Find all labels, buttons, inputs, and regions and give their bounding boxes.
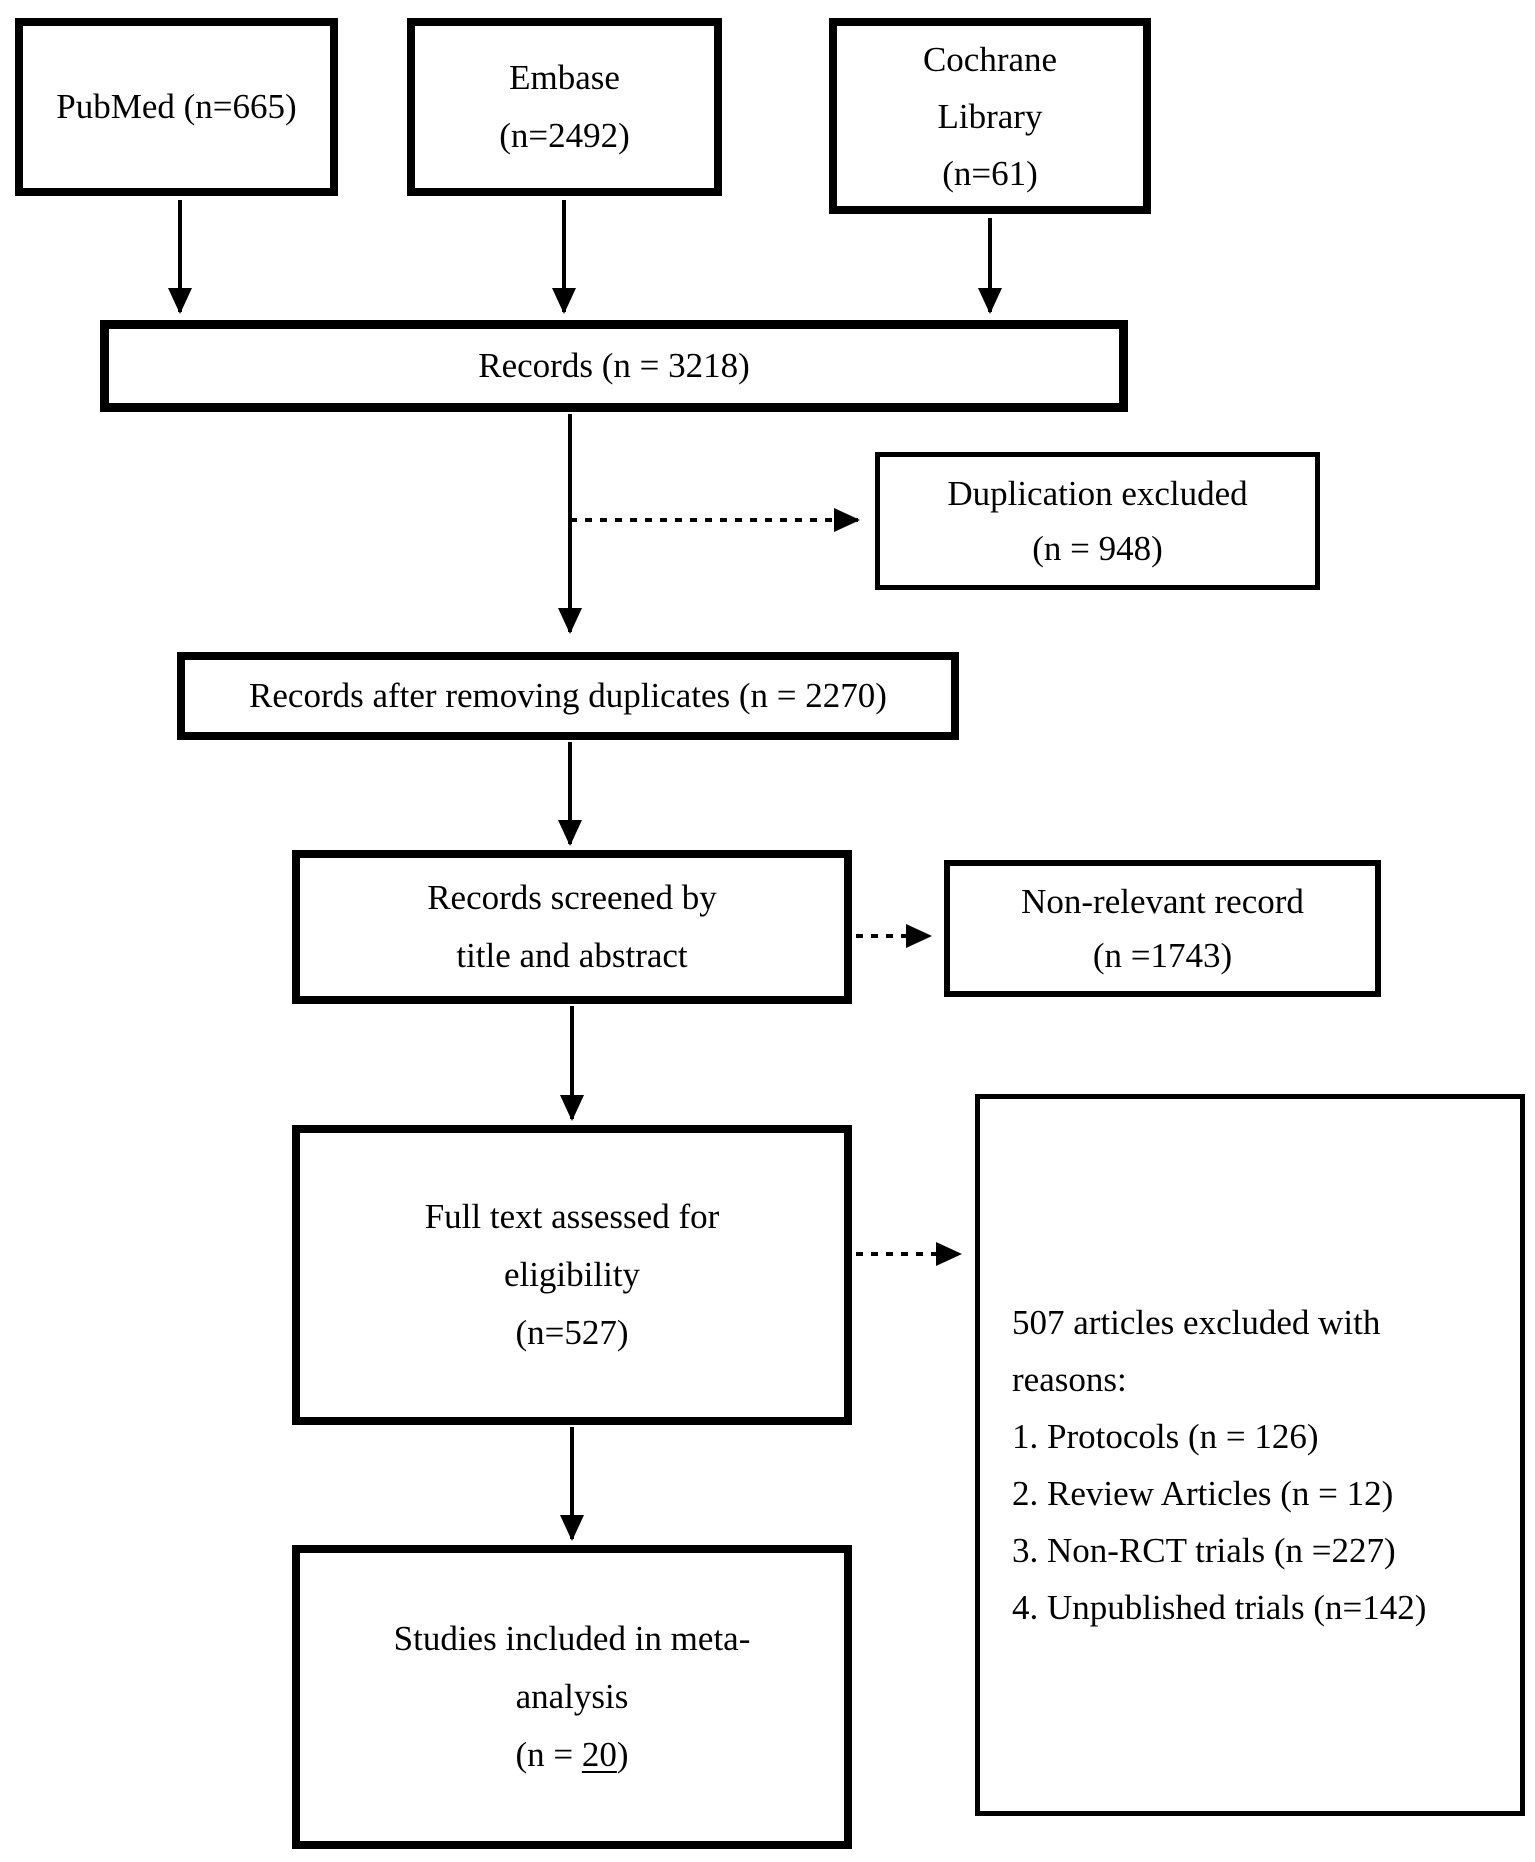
studies-count-suffix: ) (616, 1735, 629, 1774)
source-box-cochrane: Cochrane Library (n=61) (829, 18, 1151, 214)
studies-count-prefix: (n = (515, 1735, 582, 1774)
records-screened-label-2: title and abstract (456, 936, 688, 975)
excluded-reason-protocols: 1. Protocols (n = 126) (1012, 1417, 1319, 1456)
duplication-label: Duplication excluded (947, 474, 1248, 513)
duplication-excluded-box: Duplication excluded (n = 948) (875, 452, 1320, 590)
duplication-count: (n = 948) (1032, 529, 1163, 568)
studies-included-box: Studies included in meta- analysis (n = … (292, 1545, 852, 1849)
excluded-reasons-box: 507 articles excluded with reasons: 1. P… (975, 1094, 1525, 1816)
full-text-count: (n=527) (515, 1313, 629, 1352)
records-screened-label-1: Records screened by (427, 878, 717, 917)
pubmed-label: PubMed (n=665) (56, 87, 297, 126)
records-box: Records (n = 3218) (100, 320, 1128, 412)
studies-included-label-1: Studies included in meta- (393, 1619, 751, 1658)
embase-label: Embase (509, 58, 620, 97)
full-text-label-2: eligibility (503, 1255, 641, 1294)
source-box-pubmed: PubMed (n=665) (15, 18, 338, 196)
source-box-embase: Embase (n=2492) (407, 18, 722, 196)
non-relevant-box: Non-relevant record (n =1743) (944, 860, 1381, 997)
records-screened-box: Records screened by title and abstract (292, 850, 852, 1004)
cochrane-label-1: Cochrane (922, 39, 1058, 79)
cochrane-label-2: Library (937, 96, 1043, 136)
records-after-duplicates-label: Records after removing duplicates (n = 2… (249, 676, 887, 715)
studies-included-count: (n = 20) (515, 1726, 628, 1784)
excluded-reason-non-rct: 3. Non-RCT trials (n =227) (1012, 1531, 1396, 1570)
records-after-duplicates-box: Records after removing duplicates (n = 2… (177, 652, 959, 740)
cochrane-count: (n=61) (942, 153, 1038, 193)
embase-count: (n=2492) (499, 116, 630, 155)
excluded-reasons-intro-1: 507 articles excluded with (1012, 1303, 1381, 1342)
full-text-box: Full text assessed for eligibility (n=52… (292, 1125, 852, 1425)
studies-count-value: 20 (581, 1735, 617, 1774)
excluded-reasons-intro-2: reasons: (1012, 1360, 1127, 1399)
excluded-reason-unpublished: 4. Unpublished trials (n=142) (1012, 1588, 1427, 1627)
studies-included-label-2: analysis (515, 1677, 629, 1716)
records-label: Records (n = 3218) (478, 346, 750, 385)
excluded-reason-reviews: 2. Review Articles (n = 12) (1012, 1474, 1394, 1513)
non-relevant-count: (n =1743) (1092, 935, 1233, 975)
non-relevant-label: Non-relevant record (1021, 881, 1304, 921)
full-text-label-1: Full text assessed for (424, 1197, 720, 1236)
